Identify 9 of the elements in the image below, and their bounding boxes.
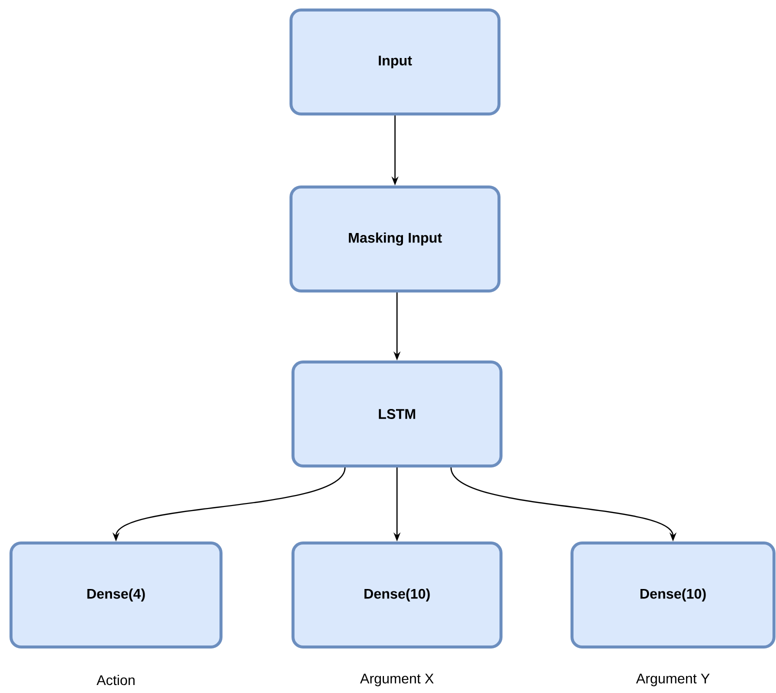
process-box: LSTM xyxy=(292,360,502,468)
process-box: Dense(10) xyxy=(292,542,502,648)
process-box: Input xyxy=(290,8,500,116)
output-label: Argument X xyxy=(360,674,434,686)
process-box: Dense(4) xyxy=(10,542,222,648)
output-label: Action xyxy=(96,674,135,686)
process-box: Dense(10) xyxy=(570,542,776,648)
process-box: Masking Input xyxy=(290,186,500,292)
output-label: Argument Y xyxy=(636,674,710,686)
